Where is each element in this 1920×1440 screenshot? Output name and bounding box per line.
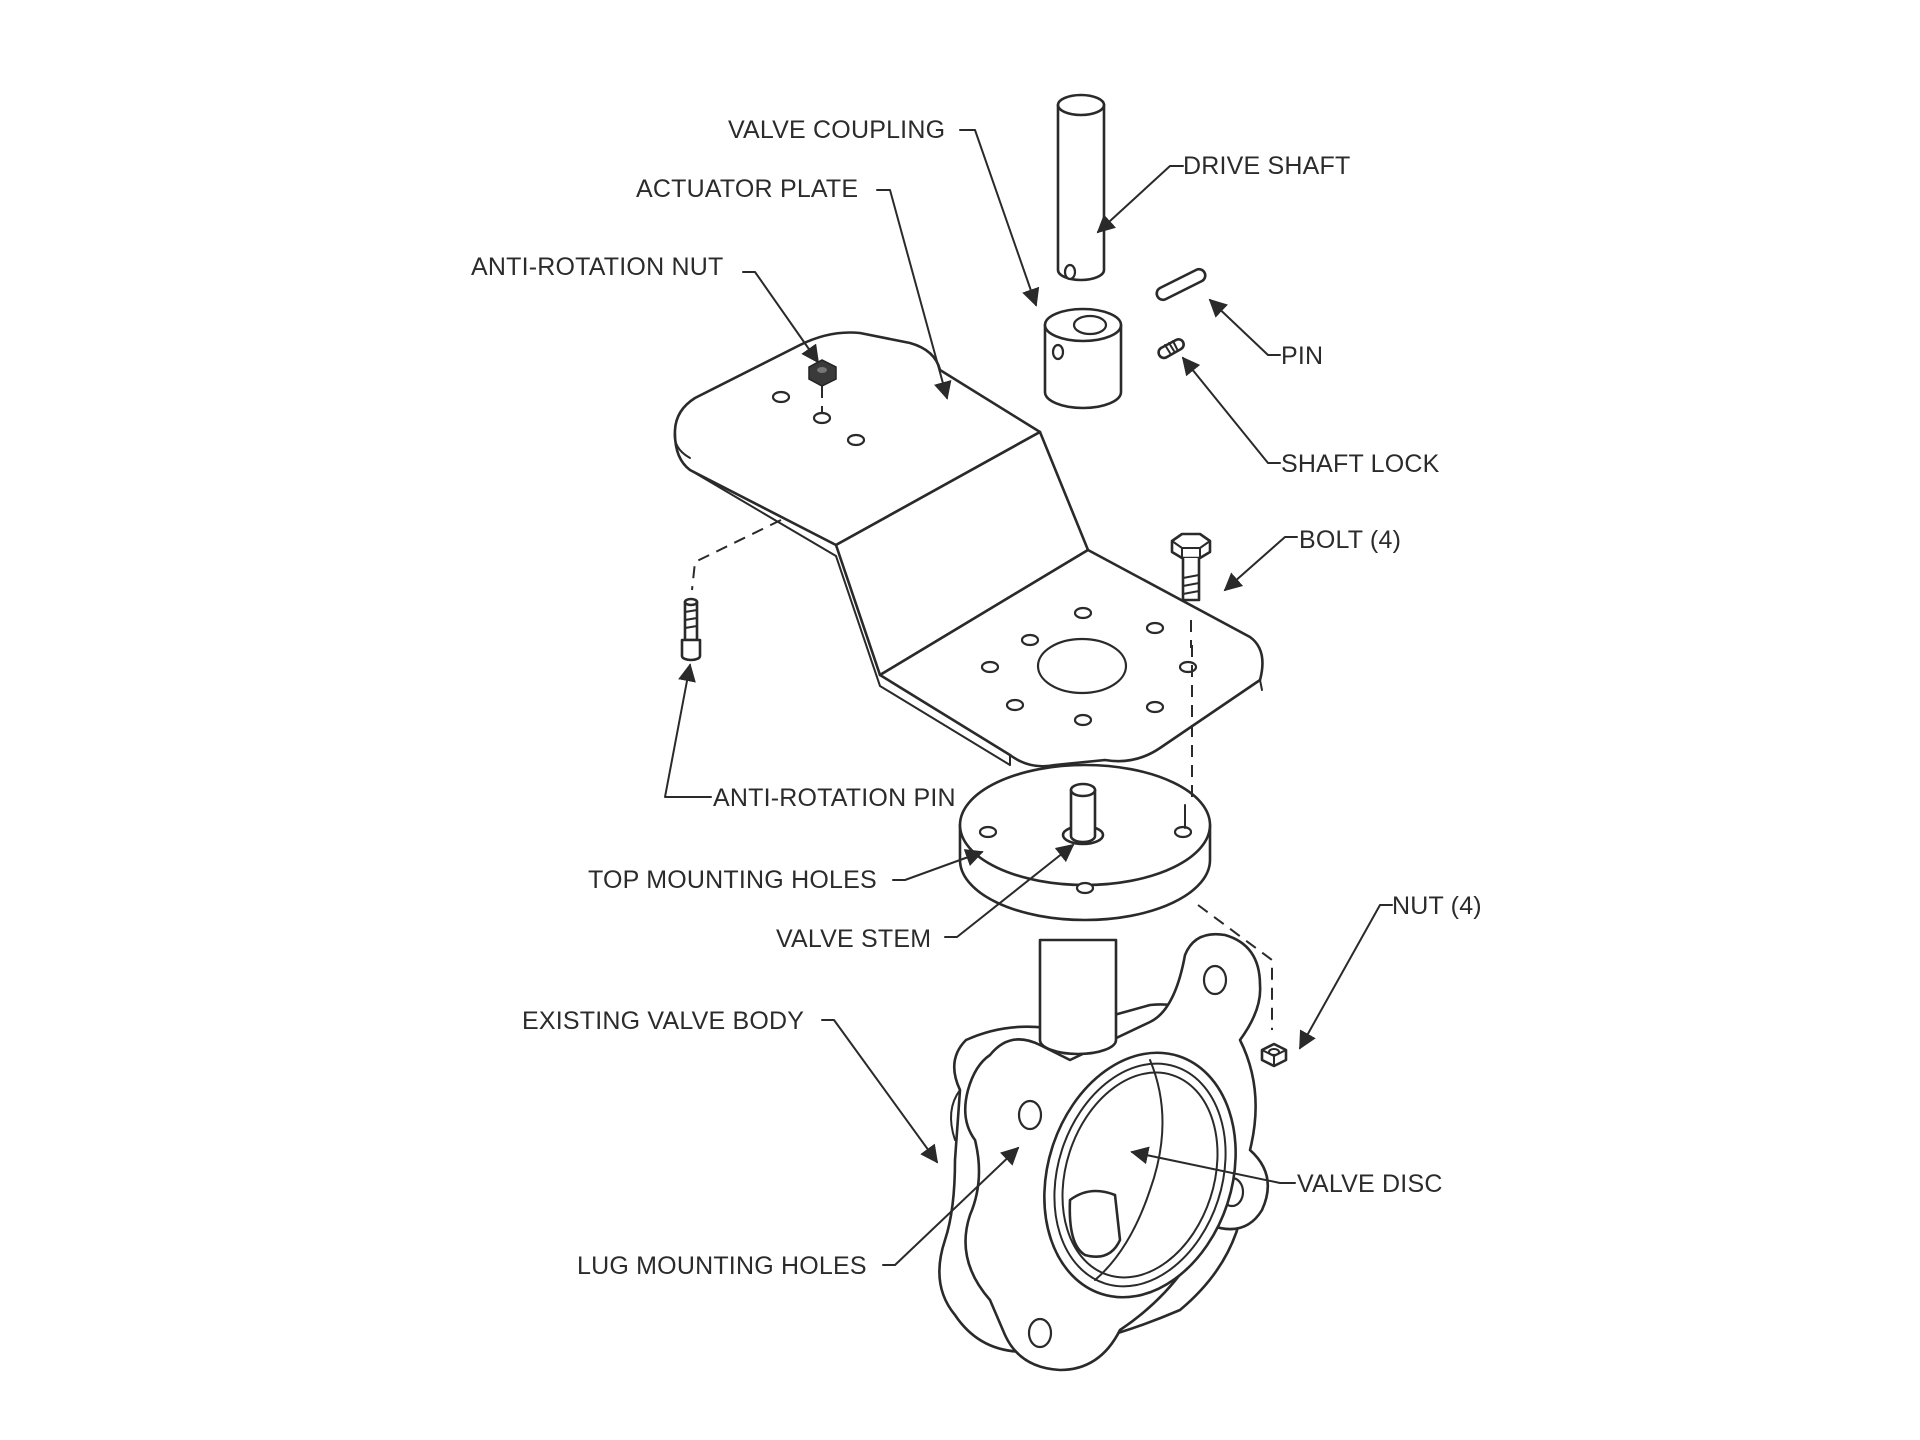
shaft-lock — [1157, 338, 1185, 360]
anti-rotation-pin-part — [680, 519, 782, 662]
valve-stem-part — [1061, 782, 1105, 846]
existing-valve-body — [938, 932, 1270, 1372]
label-lug-mounting-holes: LUG MOUNTING HOLES — [577, 1252, 867, 1280]
label-nut: NUT (4) — [1392, 892, 1482, 920]
label-existing-valve-body: EXISTING VALVE BODY — [522, 1007, 804, 1035]
label-anti-rotation-nut: ANTI-ROTATION NUT — [471, 253, 723, 281]
leader-lines — [664, 129, 1393, 1266]
label-bolt: BOLT (4) — [1299, 526, 1401, 554]
label-valve-coupling: VALVE COUPLING — [728, 116, 945, 144]
nut-part — [1197, 904, 1288, 1068]
anti-rotation-nut-part — [808, 359, 837, 412]
label-anti-rotation-pin: ANTI-ROTATION PIN — [713, 784, 956, 812]
drive-shaft — [1056, 93, 1106, 282]
valve-coupling — [1043, 307, 1123, 410]
label-valve-disc: VALVE DISC — [1297, 1170, 1443, 1198]
label-valve-stem: VALVE STEM — [776, 925, 931, 953]
label-shaft-lock: SHAFT LOCK — [1281, 450, 1440, 478]
bolt-part — [1170, 532, 1212, 648]
label-top-mounting-holes: TOP MOUNTING HOLES — [588, 866, 877, 894]
label-actuator-plate: ACTUATOR PLATE — [636, 175, 858, 203]
pin-part — [1155, 267, 1207, 302]
label-pin: PIN — [1281, 342, 1323, 370]
label-drive-shaft: DRIVE SHAFT — [1183, 152, 1351, 180]
